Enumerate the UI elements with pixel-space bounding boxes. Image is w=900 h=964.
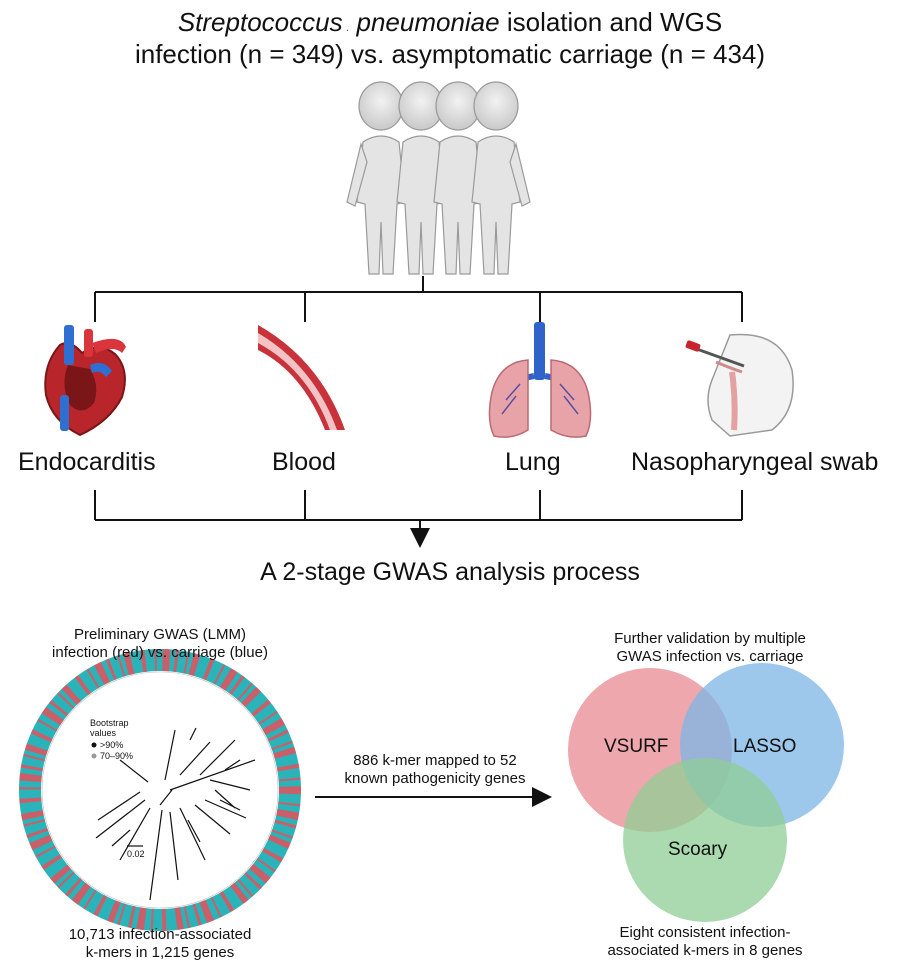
site-label-endocarditis: Endocarditis bbox=[18, 448, 156, 476]
arrow-label: 886 k-mer mapped to 52 known pathogenici… bbox=[325, 752, 545, 788]
title-rest: isolation and WGS bbox=[499, 7, 723, 37]
diagram-title: Streptococcus . pneumoniae isolation and… bbox=[0, 6, 900, 43]
title-species-epithet: pneumoniae bbox=[356, 7, 500, 37]
blood-vessel-icon bbox=[258, 325, 345, 430]
child-figure-4 bbox=[471, 81, 531, 275]
stage2-result-line2: associated k-mers in 8 genes bbox=[607, 942, 803, 959]
stage1-title-line1: Preliminary GWAS (LMM) bbox=[74, 626, 246, 643]
children-illustration bbox=[346, 81, 531, 275]
heart-icon bbox=[44, 325, 126, 437]
stage1-title: Preliminary GWAS (LMM) infection (red) v… bbox=[40, 626, 280, 662]
title-species-genus: Streptococcus bbox=[177, 7, 343, 37]
stage1-result-line2: k-mers in 1,215 genes bbox=[85, 944, 235, 961]
stage2-result-line1: Eight consistent infection- bbox=[619, 924, 791, 941]
child-figure-1 bbox=[346, 81, 406, 275]
venn-diagram bbox=[568, 663, 844, 922]
legend-title-line2: values bbox=[90, 728, 117, 738]
swab-icon bbox=[685, 333, 794, 437]
site-label-nasopharyngeal-swab: Nasopharyngeal swab bbox=[631, 448, 879, 476]
venn-label-vsurf: VSURF bbox=[604, 736, 669, 757]
lungs-icon bbox=[488, 322, 592, 438]
stage1-result-line1: 10,713 infection-associated bbox=[68, 926, 252, 943]
stage2-title-line1: Further validation by multiple bbox=[614, 630, 806, 647]
legend-item-high: >90% bbox=[100, 740, 124, 750]
arrow-label-line2: known pathogenicity genes bbox=[344, 770, 526, 787]
stage2-title: Further validation by multiple GWAS infe… bbox=[580, 630, 840, 666]
process-title: A 2-stage GWAS analysis process bbox=[260, 558, 640, 586]
venn-label-lasso: LASSO bbox=[733, 736, 797, 757]
stage2-result: Eight consistent infection- associated k… bbox=[580, 924, 830, 960]
title-separator: . bbox=[342, 20, 350, 34]
scale-label: 0.02 bbox=[127, 849, 145, 859]
site-label-blood: Blood bbox=[272, 448, 336, 476]
stage1-title-line2: infection (red) vs. carriage (blue) bbox=[52, 644, 268, 661]
venn-circle-scoary bbox=[623, 758, 787, 922]
bootstrap-legend bbox=[91, 742, 143, 847]
arrow-label-line1: 886 k-mer mapped to 52 bbox=[353, 752, 517, 769]
stage2-title-line2: GWAS infection vs. carriage bbox=[616, 648, 804, 665]
diagram-subtitle: infection (n = 349) vs. asymptomatic car… bbox=[134, 39, 766, 69]
bootstrap-legend-items: >90% 70–90% bbox=[100, 740, 133, 762]
bootstrap-legend-title: Bootstrap values bbox=[90, 718, 129, 738]
child-figure-3 bbox=[433, 81, 483, 275]
phylogenetic-ring-tree bbox=[19, 649, 301, 931]
legend-title-line1: Bootstrap bbox=[90, 718, 129, 728]
child-figure-2 bbox=[396, 81, 446, 275]
stage1-result: 10,713 infection-associated k-mers in 1,… bbox=[40, 926, 280, 962]
legend-dot-high bbox=[91, 742, 97, 748]
venn-label-scoary: Scoary bbox=[668, 839, 728, 860]
legend-item-mid: 70–90% bbox=[100, 751, 134, 761]
site-label-lung: Lung bbox=[505, 448, 561, 476]
tree-branches bbox=[95, 727, 256, 901]
top-connector bbox=[94, 276, 743, 322]
legend-dot-mid bbox=[91, 753, 97, 759]
bottom-connector bbox=[94, 490, 743, 548]
